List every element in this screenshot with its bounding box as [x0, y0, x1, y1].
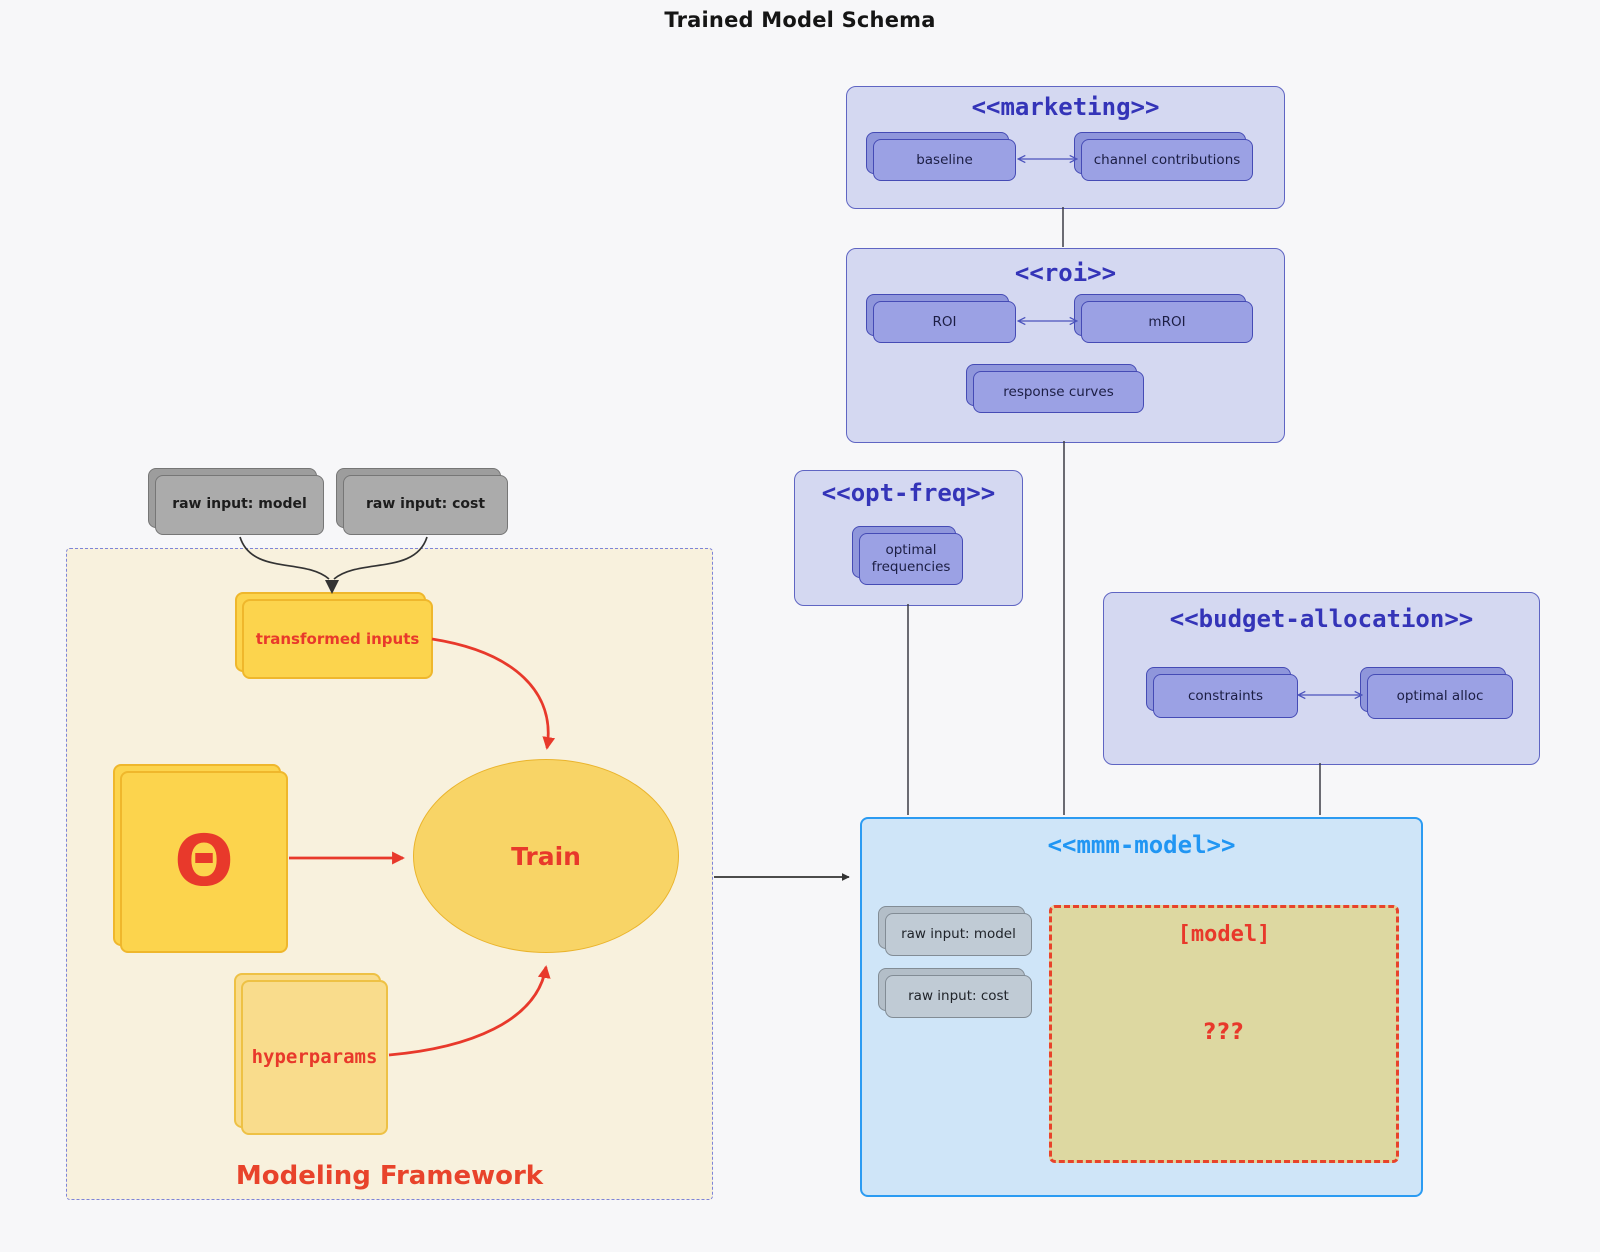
node-raw-input-cost: raw input: cost	[336, 468, 508, 535]
group-roi: <<roi>> ROI mROI response curves	[846, 248, 1285, 443]
page-title: Trained Model Schema	[664, 8, 936, 32]
node-label: optimal frequencies	[871, 542, 951, 575]
node-label: baseline	[916, 151, 973, 168]
node-label: constraints	[1187, 687, 1264, 704]
node-train: Train	[413, 759, 679, 953]
theta-symbol: Θ	[174, 820, 234, 903]
node-response-curves: response curves	[966, 364, 1144, 413]
node-label: optimal alloc	[1396, 688, 1484, 705]
node-label: transformed inputs	[255, 629, 420, 648]
node-transformed-inputs: transformed inputs	[235, 592, 433, 679]
node-label: hyperparams	[251, 1045, 378, 1068]
node-channel-contributions: channel contributions	[1074, 132, 1253, 181]
node-theta: Θ	[113, 764, 288, 953]
node-model-placeholder: [model] ???	[1049, 905, 1399, 1163]
node-mmm-raw-input-model: raw input: model	[878, 906, 1032, 956]
group-budget-allocation-title: <<budget-allocation>>	[1169, 605, 1474, 633]
group-opt-freq-title: <<opt-freq>>	[821, 479, 996, 507]
group-roi-title: <<roi>>	[1014, 259, 1117, 287]
node-optimal-frequencies: optimal frequencies	[852, 526, 963, 585]
group-modeling-framework: transformed inputs Θ Train hyperparams M…	[66, 548, 713, 1200]
framework-label: Modeling Framework	[235, 1161, 544, 1191]
node-raw-input-model: raw input: model	[148, 468, 324, 535]
node-mroi: mROI	[1074, 294, 1253, 343]
node-roi: ROI	[866, 294, 1016, 343]
node-label: raw input: model	[901, 926, 1016, 943]
group-mmm-model: <<mmm-model>> raw input: model raw input…	[860, 817, 1423, 1197]
model-unknown-text: ???	[1203, 1020, 1245, 1045]
node-label: channel contributions	[1093, 151, 1241, 168]
node-baseline: baseline	[866, 132, 1016, 181]
node-hyperparams: hyperparams	[234, 973, 388, 1135]
model-label: [model]	[1177, 922, 1271, 947]
node-constraints: constraints	[1146, 667, 1298, 718]
node-label: raw input: cost	[908, 988, 1009, 1005]
node-mmm-raw-input-cost: raw input: cost	[878, 968, 1032, 1018]
group-marketing: <<marketing>> baseline channel contribut…	[846, 86, 1285, 209]
node-label: raw input: cost	[365, 496, 486, 513]
group-mmm-model-title: <<mmm-model>>	[1047, 831, 1236, 859]
node-label: ROI	[932, 313, 957, 330]
node-label: mROI	[1148, 313, 1186, 330]
node-label: response curves	[1003, 383, 1114, 400]
node-label: Train	[511, 841, 581, 871]
group-budget-allocation: <<budget-allocation>> constraints optima…	[1103, 592, 1540, 765]
node-label: raw input: model	[172, 496, 307, 513]
node-optimal-alloc: optimal alloc	[1360, 667, 1513, 719]
group-opt-freq: <<opt-freq>> optimal frequencies	[794, 470, 1023, 606]
group-marketing-title: <<marketing>>	[971, 93, 1160, 121]
